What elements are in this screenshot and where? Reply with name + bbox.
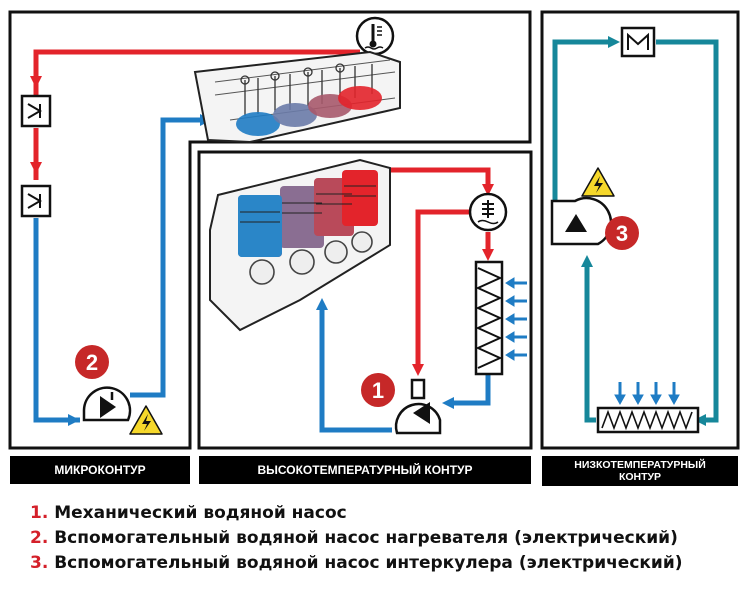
pump-icon xyxy=(550,196,613,246)
heat-exchanger-icon xyxy=(20,94,52,128)
heat-exchanger-icon xyxy=(20,184,52,218)
high-voltage-warning-icon xyxy=(129,405,163,435)
svg-text:3: 3 xyxy=(616,221,628,246)
airflow-arrows-icon xyxy=(505,277,527,361)
low-teal-pipe-bottom xyxy=(584,262,596,423)
cooling-system-diagram: 2 xyxy=(8,10,740,450)
legend-text: Вспомогательный водяной насос интеркулер… xyxy=(54,553,683,573)
legend-item-2: 2. Вспомогательный водяной насос нагрева… xyxy=(30,528,678,548)
cylinder-head-illustration xyxy=(193,50,401,144)
airflow-arrows-icon xyxy=(614,382,680,406)
svg-text:1: 1 xyxy=(372,378,384,403)
heat-exchanger-icon xyxy=(620,26,656,58)
legend-text: Механический водяной насос xyxy=(54,503,347,523)
legend-number: 1. xyxy=(30,503,49,523)
legend-item-3: 3. Вспомогательный водяной насос интерку… xyxy=(30,553,683,573)
thermometer-icon xyxy=(355,16,395,56)
high-cold-pipe xyxy=(448,374,491,406)
high-hot-pipe xyxy=(370,167,491,190)
high-temp-circuit-label: ВЫСОКОТЕМПЕРАТУРНЫЙ КОНТУР xyxy=(199,456,531,484)
high-cold-to-engine xyxy=(319,305,392,433)
legend-text: Вспомогательный водяной насос нагревател… xyxy=(54,528,678,548)
legend-number: 3. xyxy=(30,553,49,573)
thermostat-icon xyxy=(468,192,508,232)
low-temp-circuit-frame xyxy=(540,10,740,450)
micro-cold-pipe-2 xyxy=(130,117,205,398)
badge-1: 1 xyxy=(361,373,395,407)
badge-3: 3 xyxy=(605,216,639,250)
high-voltage-warning-icon xyxy=(581,167,615,197)
intercooler-icon xyxy=(596,406,700,434)
high-hot-return xyxy=(415,209,472,370)
low-temp-circuit-label: НИЗКОТЕМПЕРАТУРНЫЙ КОНТУР xyxy=(542,456,738,486)
svg-text:2: 2 xyxy=(86,350,98,375)
legend-number: 2. xyxy=(30,528,49,548)
micro-cold-pipe xyxy=(33,218,80,423)
pump-icon xyxy=(394,378,442,435)
micro-circuit-frame xyxy=(8,10,532,450)
high-temp-circuit-frame xyxy=(197,150,533,450)
low-teal-pipe-right xyxy=(656,39,719,423)
low-teal-pipe-top xyxy=(552,39,612,200)
pump-icon xyxy=(82,386,132,422)
legend-item-1: 1. Механический водяной насос xyxy=(30,503,347,523)
micro-circuit-label: МИКРОКОНТУР xyxy=(10,456,190,484)
radiator-icon xyxy=(474,260,504,376)
badge-2: 2 xyxy=(75,345,109,379)
engine-block-illustration xyxy=(209,158,391,332)
